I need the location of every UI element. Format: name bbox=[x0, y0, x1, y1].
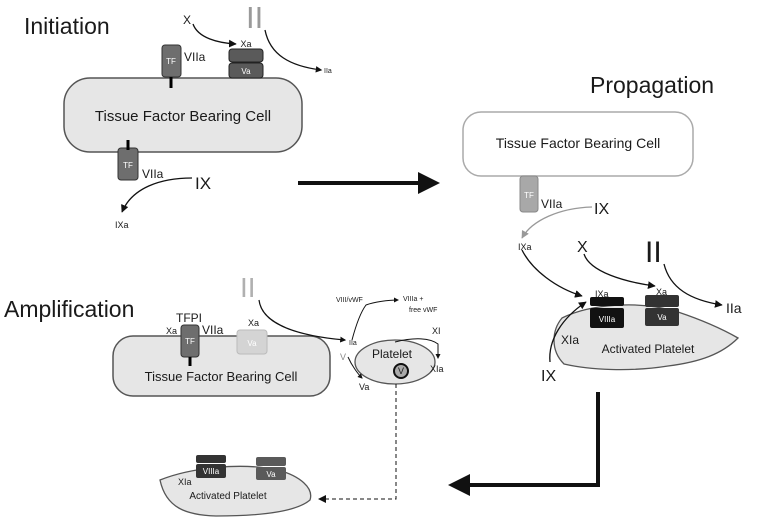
va-chip-label-prop: Va bbox=[657, 313, 667, 322]
tf-receptor-faded bbox=[519, 175, 539, 213]
tf-bearing-cell-amp bbox=[112, 335, 331, 397]
ix-label-prop: IX bbox=[594, 201, 609, 218]
x-label-prop: X bbox=[577, 239, 588, 256]
viiia-free-vwf-line1: VIIIa + bbox=[403, 296, 423, 303]
va-chip-amp-faded bbox=[236, 329, 268, 355]
arrow-propagation-to-bottom-head bbox=[448, 474, 470, 496]
x-to-xa-arrow bbox=[192, 23, 237, 48]
v-label: V bbox=[340, 352, 346, 362]
stage-title-initiation: Initiation bbox=[24, 13, 110, 39]
xa-label: Xa bbox=[240, 39, 251, 49]
ii-to-iia-arrow bbox=[264, 29, 323, 73]
va-chip-label-bottom: Va bbox=[266, 470, 276, 479]
platelet-v-label: V bbox=[398, 366, 404, 376]
viiia-chip bbox=[590, 308, 624, 328]
tf-label: TF bbox=[166, 57, 176, 66]
ii-label-amp: II bbox=[240, 272, 256, 303]
propagation-panel: Propagation Tissue Factor Bearing Cell T… bbox=[462, 72, 742, 385]
ii-label: II bbox=[246, 0, 263, 35]
xi-label: XI bbox=[432, 326, 441, 336]
va-chip-label-amp: Va bbox=[247, 339, 257, 348]
ixa-chip-bottom bbox=[196, 455, 226, 463]
ixa-chip-label: IXa bbox=[595, 289, 609, 299]
ix-label-prop-lower: IX bbox=[541, 368, 556, 385]
ix-to-ixa-arrow bbox=[121, 177, 193, 213]
activated-platelet-label-prop: Activated Platelet bbox=[602, 342, 695, 356]
viiia-chip-label-bottom: VIIIa bbox=[203, 467, 220, 476]
stage-title-propagation: Propagation bbox=[590, 72, 714, 98]
tf-cell-label-faded: Tissue Factor Bearing Cell bbox=[496, 135, 660, 151]
viii-vwf-label: VIII/vWF bbox=[336, 297, 363, 304]
platelet bbox=[354, 339, 436, 385]
tf-label-lower: TF bbox=[123, 161, 133, 170]
arrow-propagation-to-bottom bbox=[468, 392, 600, 487]
tf-cell-label-amp: Tissue Factor Bearing Cell bbox=[145, 369, 298, 384]
tf-label-faded: TF bbox=[524, 191, 534, 200]
ixa-to-platelet-arrow bbox=[521, 249, 583, 298]
activated-platelet-label-bottom: Activated Platelet bbox=[189, 491, 266, 502]
stage-title-amplification: Amplification bbox=[4, 296, 134, 322]
iia-label-amp: IIa bbox=[349, 340, 357, 347]
tf-label-amp: TF bbox=[185, 337, 195, 346]
tfpi-label: TFPI bbox=[176, 311, 202, 325]
x-label: X bbox=[183, 13, 191, 27]
ii-label-prop: II bbox=[645, 236, 662, 269]
viiia-chip-label: VIIIa bbox=[599, 315, 616, 324]
arrow-initiation-to-propagation-head bbox=[418, 172, 440, 194]
xa-label-amp: Xa bbox=[166, 326, 177, 336]
amplification-result-panel: Activated Platelet VIIIa Va XIa bbox=[159, 455, 312, 517]
ixa-label: IXa bbox=[115, 220, 129, 230]
va-chip-prop bbox=[645, 308, 679, 326]
va-chip-label: Va bbox=[241, 67, 251, 76]
xa-chip-prop bbox=[645, 295, 679, 307]
xia-label-amp: XIa bbox=[430, 364, 444, 374]
va-label-amp: Va bbox=[359, 382, 369, 392]
dashed-connector-head bbox=[318, 495, 326, 503]
xa-label-prop: Xa bbox=[656, 287, 667, 297]
ii-to-iia-arrow-prop bbox=[663, 263, 723, 308]
xa-label-amp-right: Xa bbox=[248, 318, 259, 328]
ixa-chip bbox=[590, 297, 624, 306]
xi-to-xia-arrow bbox=[394, 338, 441, 359]
viiia-chip-bottom bbox=[196, 464, 226, 478]
ixa-label-prop: IXa bbox=[518, 242, 532, 252]
va-chip bbox=[228, 62, 264, 79]
dashed-connector bbox=[322, 384, 397, 500]
platelet-v-granule bbox=[393, 363, 409, 379]
viia-label: VIIa bbox=[184, 50, 206, 64]
xia-label-prop: XIa bbox=[561, 333, 579, 347]
ix-to-ixa-arrow-platelet bbox=[549, 301, 587, 363]
xa-chip bbox=[228, 48, 264, 63]
viia-label-faded: VIIa bbox=[541, 197, 563, 211]
viia-label-amp: VIIa bbox=[202, 323, 224, 337]
viii-to-viiia-arrow bbox=[351, 297, 399, 341]
x-to-xa-arrow-prop bbox=[583, 253, 656, 289]
platelet-label: Platelet bbox=[372, 347, 413, 361]
v-to-va-arrow bbox=[347, 356, 363, 379]
xia-label-bottom: XIa bbox=[178, 477, 192, 487]
ii-to-iia-arrow-amp bbox=[258, 299, 347, 343]
tf-cell-label: Tissue Factor Bearing Cell bbox=[95, 108, 271, 125]
viiia-free-vwf-line2: free vWF bbox=[409, 307, 437, 314]
iia-label-prop: IIa bbox=[726, 300, 742, 316]
tf-bearing-cell-faded bbox=[462, 111, 694, 177]
viia-label-lower: VIIa bbox=[142, 167, 164, 181]
amplification-panel: Amplification Tissue Factor Bearing Cell… bbox=[4, 272, 444, 503]
initiation-panel: Initiation Tissue Factor Bearing Cell TF… bbox=[24, 0, 332, 230]
iia-label: IIa bbox=[324, 68, 332, 75]
tf-bearing-cell bbox=[63, 77, 303, 153]
ix-to-ixa-arrow-prop bbox=[521, 206, 593, 239]
ix-label: IX bbox=[195, 174, 211, 193]
xa-chip-bottom bbox=[256, 457, 286, 466]
va-chip-bottom bbox=[256, 467, 286, 480]
